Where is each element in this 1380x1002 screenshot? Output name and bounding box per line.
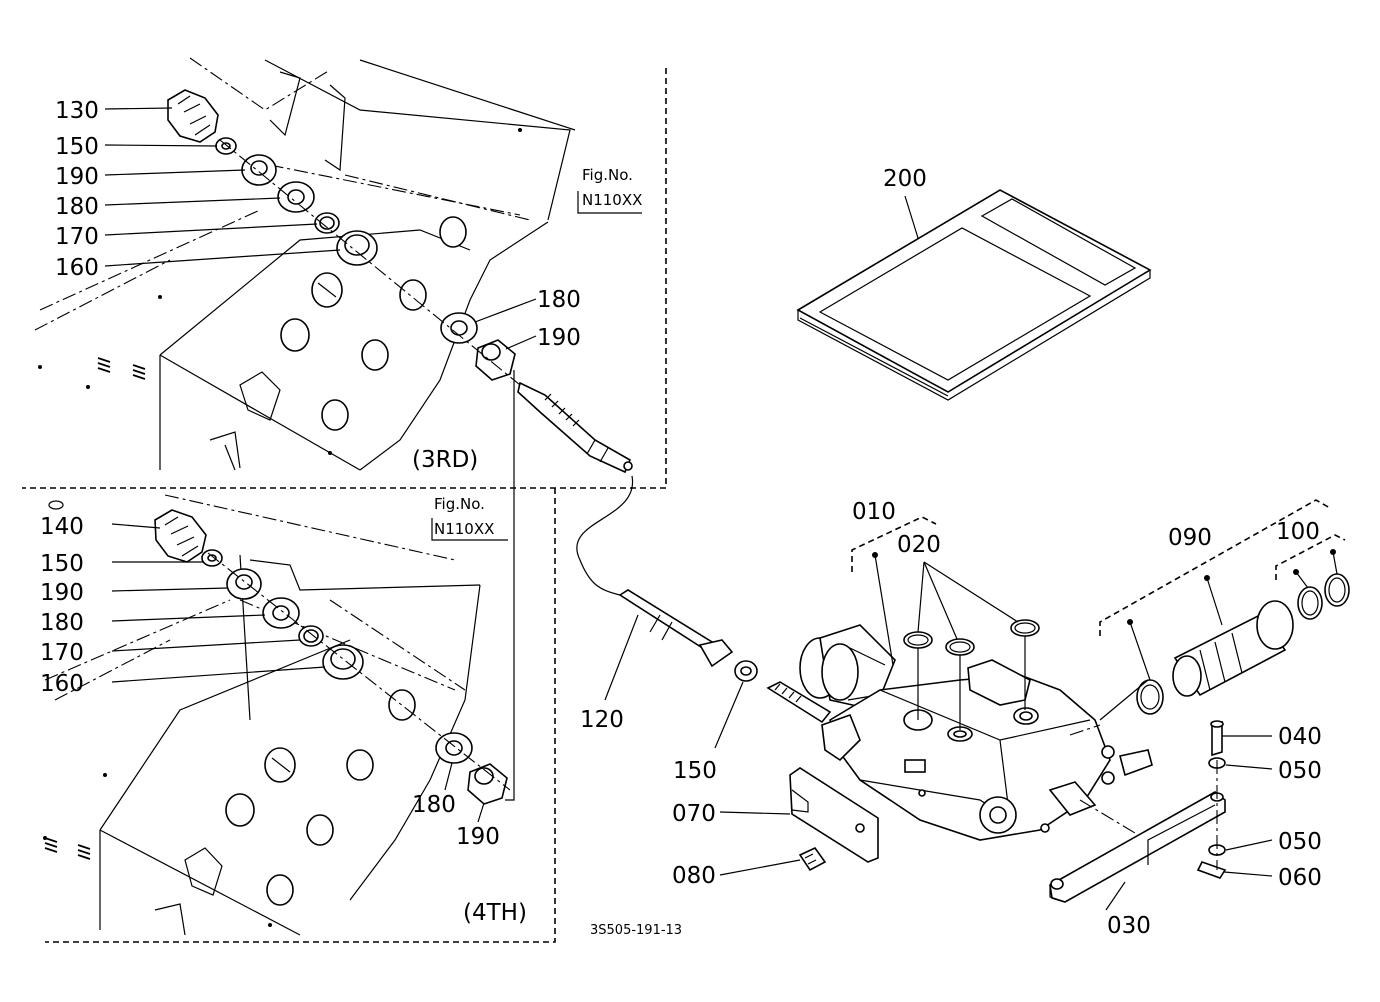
- lever-030: [1049, 720, 1273, 911]
- text-4th: 140 150 190 180 170 160 180 190 Fig.No. …: [40, 495, 527, 926]
- text-main: 200 010 020 090 100 120 150 070 080 040 …: [580, 166, 1322, 939]
- callout-130: 130: [55, 98, 99, 124]
- inset-borders: [22, 68, 667, 943]
- part-150-main: [714, 660, 758, 749]
- section-label-3rd: (3RD): [412, 447, 478, 473]
- parts-4th: [154, 509, 511, 805]
- callout-060: 060: [1278, 865, 1322, 891]
- text-3rd: 130 150 190 180 170 160 180 190 Fig.No. …: [55, 98, 642, 473]
- callout-160: 160: [40, 671, 84, 697]
- section-label-4th: (4TH): [463, 900, 527, 926]
- callout-020: 020: [897, 532, 941, 558]
- callout-180: 180: [55, 194, 99, 220]
- callout-010: 010: [852, 499, 896, 525]
- o-rings-020: [851, 516, 1040, 730]
- parts-3rd: [167, 89, 633, 474]
- callout-050: 050: [1278, 758, 1322, 784]
- callout-030: 030: [1107, 913, 1151, 939]
- callout-080: 080: [672, 863, 716, 889]
- owner-manual: [796, 189, 1152, 401]
- control-cable: [576, 475, 734, 701]
- callout-180: 180: [40, 610, 84, 636]
- fig-label: Fig.No.: [582, 166, 633, 184]
- callout-160: 160: [55, 255, 99, 281]
- callout-040: 040: [1278, 724, 1322, 750]
- callout-090: 090: [1168, 525, 1212, 551]
- callout-190: 190: [456, 824, 500, 850]
- drawing-number: 3S505-191-13: [590, 923, 682, 938]
- callout-190: 190: [40, 580, 84, 606]
- callout-180: 180: [412, 792, 456, 818]
- callout-150: 150: [673, 758, 717, 784]
- callout-170: 170: [40, 640, 84, 666]
- callout-070: 070: [672, 801, 716, 827]
- panel-3rd: [34, 57, 576, 471]
- callout-050: 050: [1278, 829, 1322, 855]
- fig-number: N110XX: [582, 191, 642, 209]
- fig-label: Fig.No.: [434, 495, 485, 513]
- panel-4th: [43, 494, 481, 936]
- callout-140: 140: [40, 514, 84, 540]
- callout-150: 150: [55, 134, 99, 160]
- leaders-3rd: [104, 107, 642, 350]
- callout-100: 100: [1276, 519, 1320, 545]
- bracket-070: [719, 767, 879, 876]
- leaders-4th: [111, 370, 515, 823]
- callout-200: 200: [883, 166, 927, 192]
- callout-190: 190: [537, 325, 581, 351]
- callout-150: 150: [40, 551, 84, 577]
- callout-190: 190: [55, 164, 99, 190]
- relief-valve-090: [1099, 499, 1350, 721]
- fig-number: N110XX: [434, 520, 494, 538]
- callout-180: 180: [537, 287, 581, 313]
- callout-120: 120: [580, 707, 624, 733]
- callout-170: 170: [55, 224, 99, 250]
